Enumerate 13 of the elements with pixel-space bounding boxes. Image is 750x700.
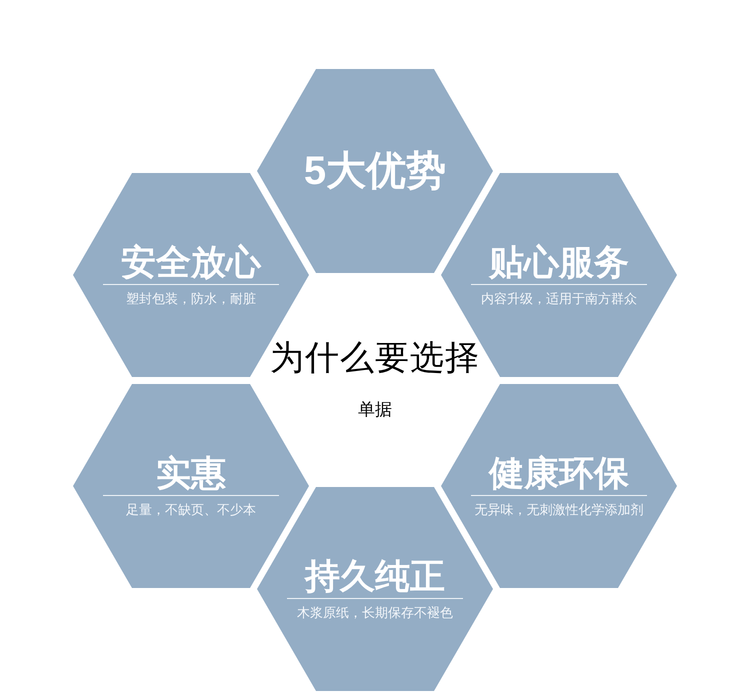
hexagon-title: 健康环保 <box>489 456 629 490</box>
center-heading: 为什么要选择 <box>269 338 481 378</box>
hexagon-subtitle: 塑封包装，防水，耐脏 <box>126 290 256 306</box>
hexagon-title: 持久纯正 <box>305 558 445 594</box>
hexagon-subtitle: 木浆原纸，长期保存不褪色 <box>297 604 453 620</box>
hexagon-subtitle: 无异味，无刺激性化学添加剂 <box>474 502 644 516</box>
hexagon-subtitle: 足量，不缺页、不少本 <box>126 502 256 516</box>
center-subheading: 单据 <box>357 400 393 420</box>
hexagon-title: 贴心服务 <box>489 244 629 280</box>
hexagon-title: 5大优势 <box>304 151 446 191</box>
hexagon-title: 实惠 <box>156 456 226 490</box>
hexagon-subtitle: 内容升级，适用于南方群众 <box>481 290 637 306</box>
hexagon-title: 安全放心 <box>121 244 261 280</box>
